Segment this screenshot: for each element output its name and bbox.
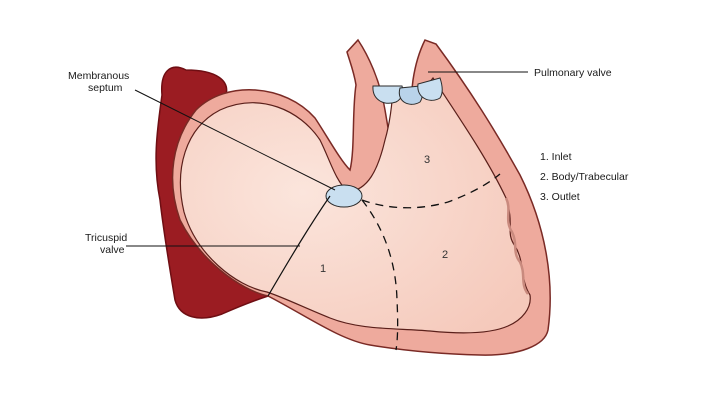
region-number-2: 2 [442, 249, 448, 261]
legend-item-inlet: 1. Inlet [540, 151, 572, 163]
region-number-3: 3 [424, 154, 430, 166]
membranous-label-line1: Membranous [68, 70, 129, 82]
pulmonary-valve-label: Pulmonary valve [534, 67, 612, 79]
region-number-1: 1 [320, 263, 326, 275]
pulmonary-valve-cusp-right [417, 77, 443, 101]
divider-outlet-body [361, 173, 501, 209]
tricuspid-label-line1: Tricuspid [85, 232, 127, 244]
divider-inlet-body [361, 199, 399, 351]
membranous-leader [134, 89, 336, 191]
legend-item-body: 2. Body/Trabecular [540, 171, 629, 183]
tricuspid-label-line2: valve [100, 244, 125, 256]
tricuspid-valve-line [267, 195, 331, 297]
membranous-septum [325, 184, 363, 208]
legend-item-outlet: 3. Outlet [540, 191, 580, 203]
trabeculations [504, 197, 530, 295]
membranous-label-line2: septum [88, 82, 123, 94]
